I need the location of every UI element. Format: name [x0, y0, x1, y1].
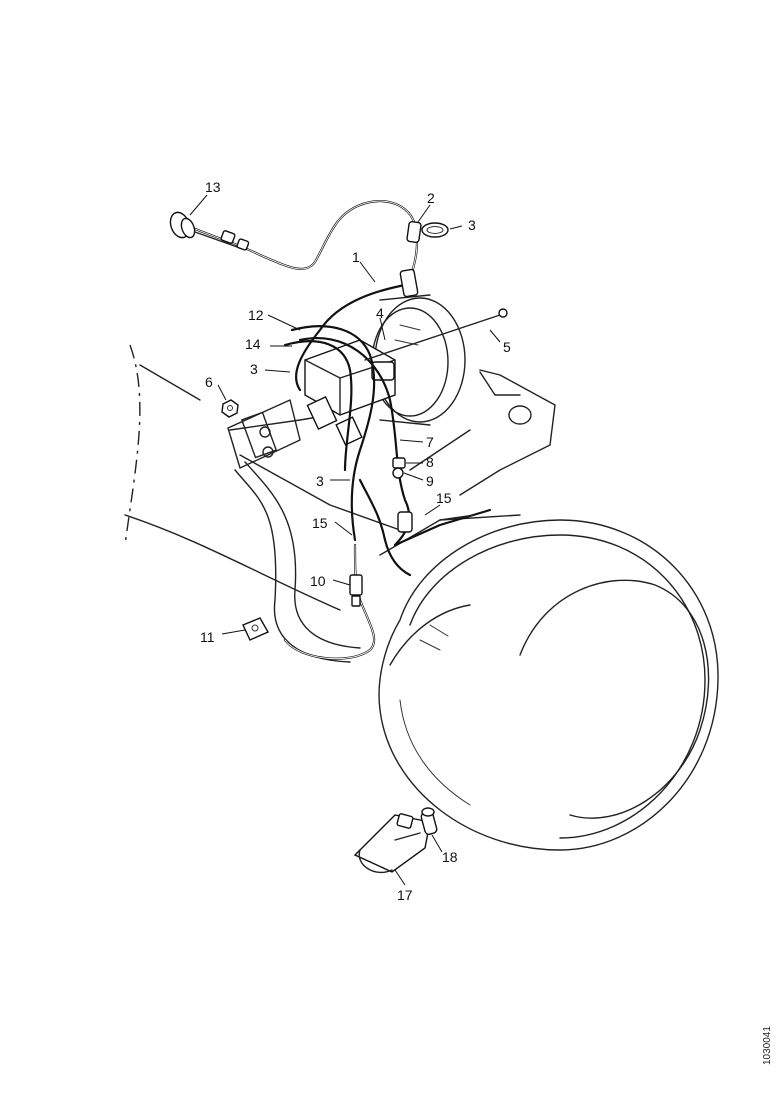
callout-8: 8: [426, 454, 434, 470]
bolt-5: [364, 308, 508, 361]
brake-drum: [378, 519, 719, 851]
callout-3-left: 3: [250, 361, 258, 377]
callout-13: 13: [205, 179, 221, 195]
vehicle-frame: [124, 344, 401, 663]
sensor-block: [304, 339, 396, 446]
grommet-13: [169, 211, 250, 251]
sensor-bracket-17: [353, 813, 431, 874]
nut-6: [221, 399, 239, 418]
callout-11: 11: [200, 629, 215, 645]
callout-17: 17: [397, 887, 413, 903]
connector-16-upper: [397, 511, 476, 533]
callout-18: 18: [442, 849, 458, 865]
cable-harness: [173, 200, 492, 660]
callout-15-left: 15: [312, 515, 328, 531]
callout-3-mid: 3: [316, 473, 324, 489]
callout-10: 10: [310, 573, 326, 589]
callout-6: 6: [205, 374, 213, 390]
clip-8-9: [392, 457, 406, 479]
callout-15-right: 15: [436, 490, 452, 506]
callout-7: 7: [426, 434, 434, 450]
callout-14: 14: [245, 336, 261, 352]
connector-10: [349, 574, 363, 607]
callout-2: 2: [427, 190, 435, 206]
sensor-plug-2: [399, 220, 422, 298]
o-ring-3: [421, 222, 449, 238]
clamp-11: [242, 617, 269, 641]
callout-4: 4: [376, 305, 384, 321]
callout-1: 1: [352, 249, 360, 265]
sensor-18: [420, 807, 438, 835]
figure-code: 1030041: [762, 1026, 773, 1065]
callout-12: 12: [248, 307, 264, 323]
callout-5: 5: [503, 339, 511, 355]
callout-3-oring: 3: [468, 217, 476, 233]
leader-lines: [189, 194, 501, 886]
callout-9: 9: [426, 473, 434, 489]
